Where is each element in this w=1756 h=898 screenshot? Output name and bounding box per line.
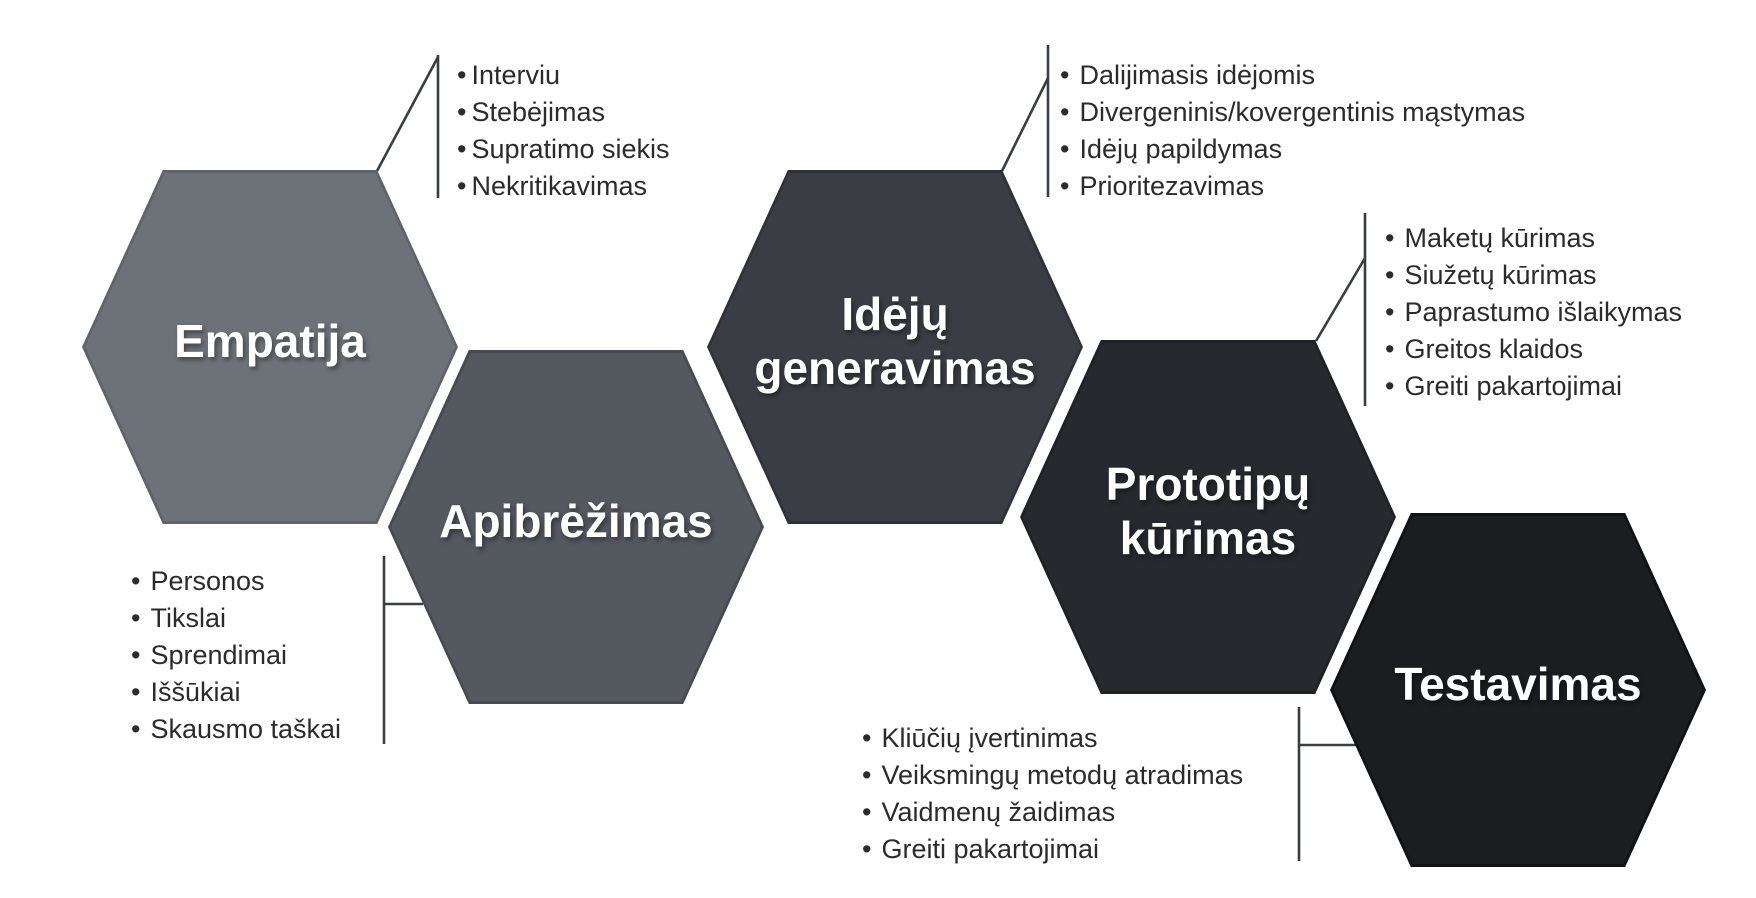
- list-item: Nekritikavimas: [457, 168, 670, 205]
- list-item: Supratimo siekis: [457, 131, 669, 168]
- hexagon-apibrezimas: Apibrėžimas: [388, 350, 764, 704]
- hexagon-empatija-label: Empatija: [174, 314, 366, 367]
- list-item: Iššūkiai: [131, 674, 341, 711]
- connector-line: [375, 56, 440, 172]
- list-item: Idėjų papildymas: [1060, 131, 1525, 168]
- hexagon-testavimas-label: Testavimas: [1394, 657, 1642, 710]
- list-item: Prioritezavimas: [1060, 168, 1525, 205]
- list-item: Kliūčių įvertinimas: [862, 720, 1243, 757]
- list-item: Sprendimai: [131, 637, 341, 674]
- list-item: Interviu: [457, 57, 670, 94]
- list-item: Siužetų kūrimas: [1385, 257, 1682, 294]
- hexagon-ideju-generavimas: Idėjų generavimas: [707, 170, 1083, 524]
- hexagon-prototipu-kurimas-fill: [1023, 343, 1393, 691]
- list-item: Greitos klaidos: [1385, 331, 1682, 368]
- callout-apibrezimas: Personos Tikslai Sprendimai Iššūkiai Ska…: [131, 563, 341, 748]
- list-item: Divergeninis/kovergentinis mąstymas: [1060, 94, 1525, 131]
- callout-ideju-generavimas: Dalijimasis idėjomis Divergeninis/koverg…: [1060, 57, 1525, 205]
- list-item: Veiksmingų metodų atradimas: [862, 757, 1243, 794]
- hexagon-testavimas-fill: [1333, 516, 1703, 864]
- hexagon-testavimas: Testavimas: [1330, 513, 1706, 867]
- hexagon-ideju-generavimas-label: Idėjų generavimas: [754, 287, 1036, 394]
- list-item: Maketų kūrimas: [1385, 220, 1682, 257]
- list-item: Personos: [131, 563, 341, 600]
- list-item: Tikslai: [131, 600, 341, 637]
- callout-empatija: Interviu Stebėjimas Supratimo siekis Nek…: [457, 57, 670, 205]
- callout-prototipu-kurimas: Maketų kūrimas Siužetų kūrimas Paprastum…: [1385, 220, 1682, 405]
- hexagon-empatija-fill: [85, 173, 455, 521]
- list-item: Dalijimasis idėjomis: [1060, 57, 1525, 94]
- list-item: Greiti pakartojimai: [1385, 368, 1682, 405]
- connector-line: [1000, 77, 1050, 172]
- hexagon-apibrezimas-label: Apibrėžimas: [439, 494, 713, 547]
- list-item: Stebėjimas: [457, 94, 670, 131]
- list-item: Paprastumo išlaikymas: [1385, 294, 1682, 331]
- hexagon-apibrezimas-fill: [391, 353, 761, 701]
- list-item: Skausmo taškai: [131, 711, 341, 748]
- hexagon-ideju-generavimas-fill: [710, 173, 1080, 521]
- hexagon-prototipu-kurimas-label: Prototipų kūrimas: [1105, 457, 1311, 564]
- list-item: Vaidmenų žaidimas: [862, 794, 1243, 831]
- connector-line: [1314, 257, 1367, 342]
- hexagon-empatija: Empatija: [82, 170, 458, 524]
- list-item: Greiti pakartojimai: [862, 831, 1243, 868]
- hexagon-prototipu-kurimas: Prototipų kūrimas: [1020, 340, 1396, 694]
- callout-testavimas: Kliūčių įvertinimas Veiksmingų metodų at…: [862, 720, 1243, 868]
